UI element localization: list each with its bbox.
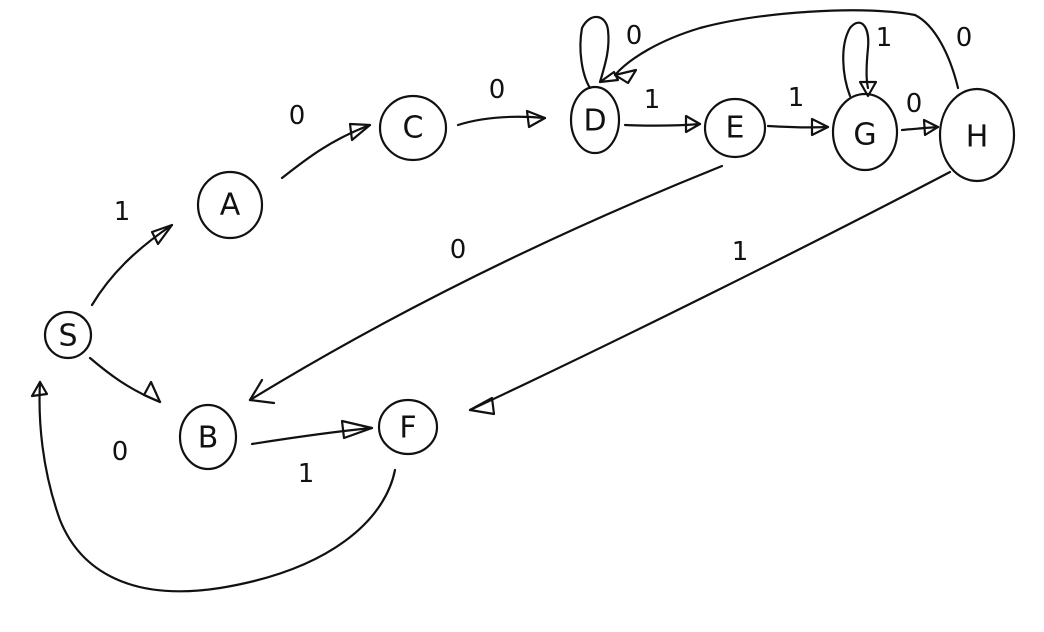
svg-text:G: G [853, 118, 876, 153]
edge-e-g: 1 [766, 83, 830, 137]
node-g: G [831, 92, 899, 172]
edge-a-c: 0 [280, 101, 372, 180]
edge-e-b: 0 [248, 164, 724, 405]
svg-text:F: F [399, 411, 416, 446]
svg-text:E: E [726, 111, 745, 146]
node-h: H [938, 87, 1016, 183]
svg-text:S: S [58, 319, 77, 354]
edge-label-b-f: 1 [298, 459, 315, 489]
edge-h-d: 0 [613, 9, 973, 90]
edge-f-s [30, 380, 397, 593]
node-s: S [43, 310, 93, 360]
node-b: B [178, 403, 238, 471]
edge-label-h-f: 1 [732, 237, 749, 267]
node-d: D [569, 85, 621, 155]
edge-label-h-d: 0 [956, 23, 973, 53]
edge-label-d-e: 1 [644, 85, 661, 115]
svg-text:D: D [583, 104, 606, 139]
edge-d-d: 0 [579, 15, 643, 90]
node-c: C [378, 94, 448, 162]
edge-label-e-b: 0 [450, 235, 467, 265]
edge-label-s-a: 1 [114, 197, 131, 227]
edge-h-f: 1 [468, 170, 952, 416]
edge-label-g-g: 1 [876, 23, 893, 53]
edge-label-s-b: 0 [112, 437, 129, 467]
edge-label-e-g: 1 [788, 83, 805, 113]
edge-g-h: 0 [900, 89, 940, 137]
node-a: A [196, 170, 264, 240]
edge-c-d: 0 [456, 75, 547, 129]
edge-s-a: 1 [90, 197, 174, 307]
edge-s-b: 0 [88, 356, 162, 467]
svg-text:C: C [403, 111, 424, 146]
svg-text:A: A [220, 188, 241, 223]
svg-text:B: B [198, 421, 219, 456]
node-e: E [703, 97, 767, 159]
edge-label-a-c: 0 [289, 101, 306, 131]
node-f: F [377, 398, 439, 456]
svg-text:H: H [966, 120, 989, 155]
edge-b-f: 1 [250, 419, 374, 489]
edge-label-d-d: 0 [626, 21, 643, 51]
edge-g-g: 1 [842, 21, 893, 98]
edge-label-c-d: 0 [489, 75, 506, 105]
edge-label-g-h: 0 [906, 89, 923, 119]
edge-d-e: 1 [623, 85, 702, 134]
